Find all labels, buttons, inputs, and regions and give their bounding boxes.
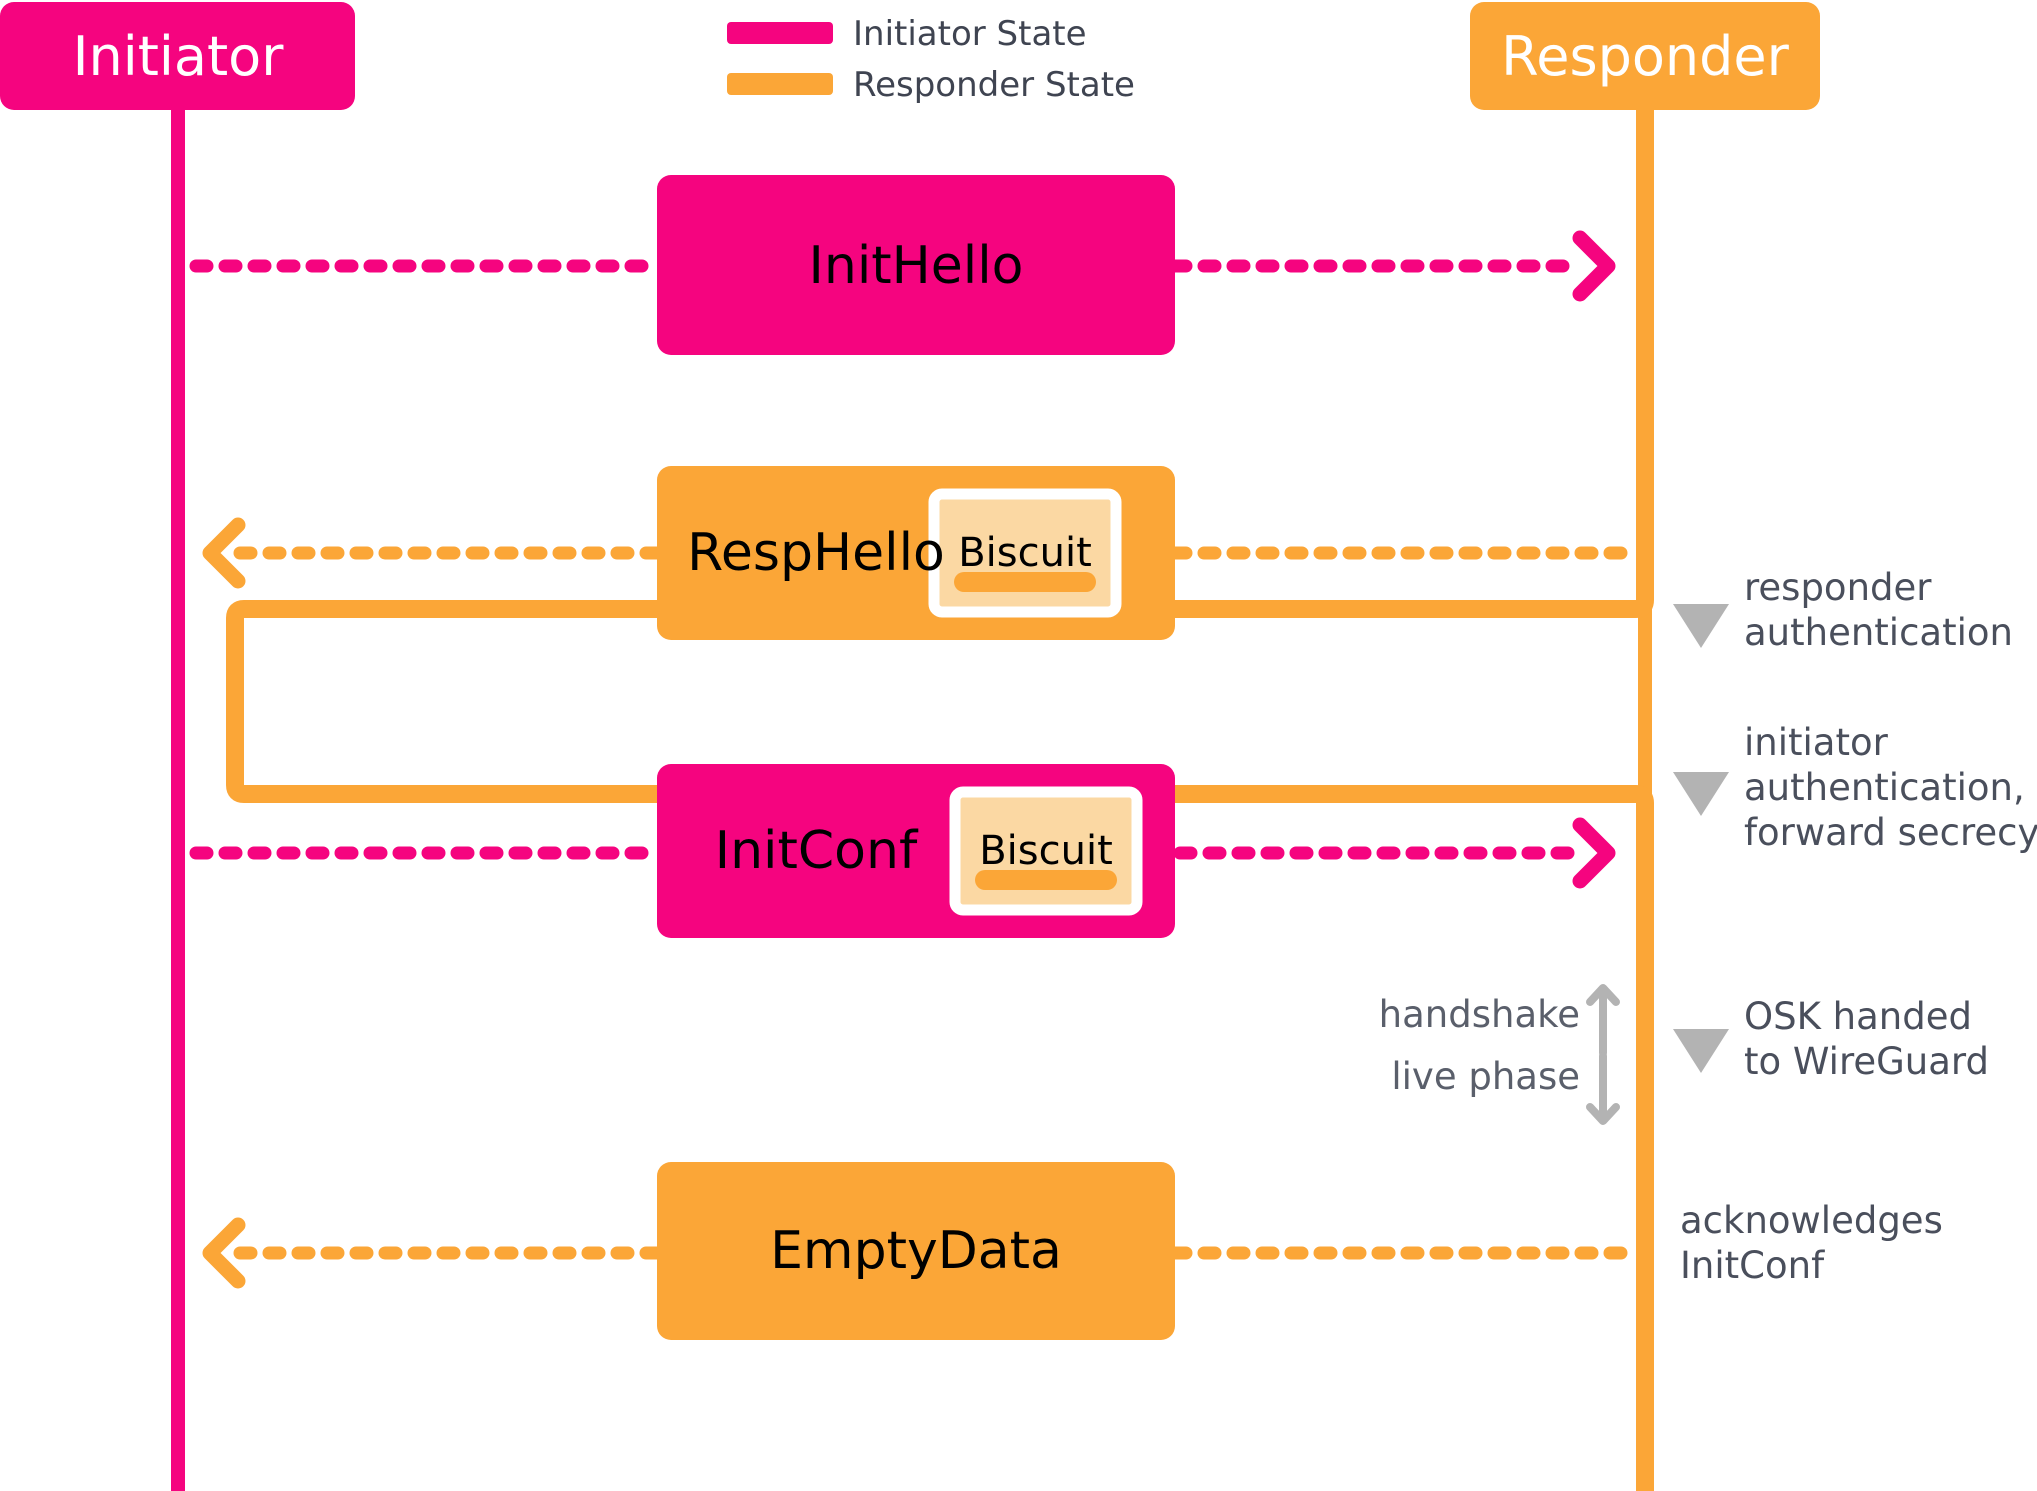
biscuit-label-initconf: Biscuit — [979, 828, 1113, 874]
annotation-osk-handed-line-1: OSK handed — [1744, 995, 1972, 1038]
message-label-inithello: InitHello — [809, 236, 1024, 296]
phase-label-live-phase: live phase — [1391, 1055, 1580, 1098]
message-label-emptydata: EmptyData — [770, 1221, 1062, 1281]
actor-label-responder: Responder — [1501, 25, 1789, 88]
legend-swatch-responder — [727, 73, 833, 95]
message-label-resphello: RespHello — [687, 523, 945, 583]
actor-box-initiator[interactable] — [0, 2, 355, 110]
annotation-osk-handed-line-2: to WireGuard — [1744, 1040, 1989, 1083]
biscuit-label-resphello: Biscuit — [958, 530, 1092, 576]
initiator-lifeline — [171, 60, 185, 1491]
message-box-inithello[interactable] — [657, 175, 1175, 355]
responder-state-path-resphello-right — [1160, 60, 1654, 618]
emptydata-arrowhead-icon — [202, 1217, 246, 1289]
responder-auth-triangle-down-icon — [1673, 604, 1729, 648]
annotation-initiator-auth-line-1: initiator — [1744, 721, 1889, 764]
annotation-initiator-auth-line-3: forward secrecy — [1744, 811, 2037, 854]
actor-box-responder[interactable] — [1470, 2, 1820, 110]
biscuit-bar-initconf — [975, 870, 1117, 890]
annotation-acknowledges-line-2: InitConf — [1680, 1244, 1825, 1287]
phase-label-handshake: handshake — [1379, 993, 1580, 1036]
biscuit-badge-resphello[interactable] — [928, 488, 1122, 618]
responder-state-path-left — [226, 600, 700, 803]
handshake-up-arrow-icon — [1586, 984, 1620, 1057]
biscuit-badge-initconf[interactable] — [949, 786, 1143, 916]
initconf-arrowhead-icon — [1572, 817, 1616, 889]
resphello-arrowhead-icon — [202, 517, 246, 589]
inithello-arrowhead-icon — [1572, 230, 1616, 302]
annotation-initiator-auth-line-2: authentication, — [1744, 766, 2025, 809]
message-label-initconf: InitConf — [715, 821, 919, 881]
responder-state-path-initconf-right — [1160, 785, 1654, 1491]
message-box-emptydata[interactable] — [657, 1162, 1175, 1340]
live-phase-down-arrow-icon — [1586, 1052, 1620, 1125]
osk-handed-triangle-down-icon — [1673, 1029, 1729, 1073]
legend-label-responder-state: Responder State — [853, 65, 1135, 105]
annotation-responder-auth-line-2: authentication — [1744, 611, 2013, 654]
initiator-auth-triangle-down-icon — [1673, 772, 1729, 816]
legend-label-initiator-state: Initiator State — [853, 14, 1087, 54]
actor-label-initiator: Initiator — [73, 25, 285, 88]
biscuit-bar-resphello — [954, 572, 1096, 592]
annotation-acknowledges-line-1: acknowledges — [1680, 1199, 1943, 1242]
legend-swatch-initiator — [727, 22, 833, 44]
annotation-responder-auth-line-1: responder — [1744, 566, 1932, 609]
